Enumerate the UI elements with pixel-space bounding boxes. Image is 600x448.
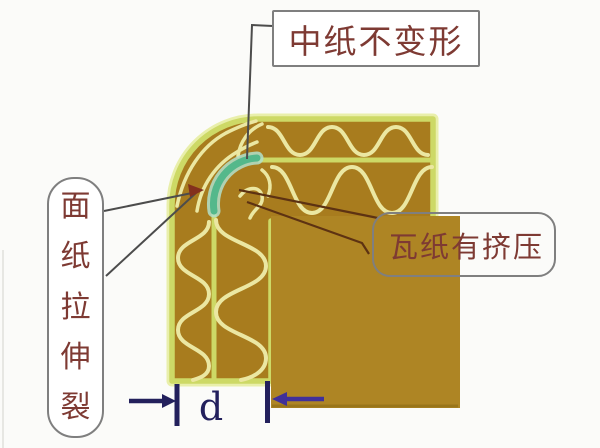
corner-flute-stretched-1 (175, 119, 258, 208)
corner-flute-compressed-2 (260, 168, 272, 198)
dim-arrow-right-head-icon (272, 392, 287, 406)
teal-middle-liner-arc (209, 154, 261, 215)
leader-line-left-lower (105, 191, 198, 277)
corner-flute-hook (236, 122, 264, 158)
callout-top-label: 中纸不变形 (288, 22, 464, 60)
callout-middle-paper-no-deform: 中纸不变形 (272, 10, 480, 67)
callout-left-char: 面 (60, 190, 91, 223)
callout-right-label: 瓦纸有挤压 (389, 231, 545, 264)
dim-tick-left (174, 384, 180, 426)
callout-left-char: 拉 (60, 290, 91, 324)
flute-col-inner (213, 218, 269, 382)
callout-left-char: 伸 (60, 340, 91, 374)
leader-line-right-upper (238, 188, 379, 220)
dimension-label: d (198, 385, 224, 429)
left-leader-arrowhead-icon (188, 184, 204, 197)
corner-flute-compressed-1 (238, 186, 264, 220)
dim-arrow-left-head-icon (162, 394, 176, 408)
leader-line-right-lower (246, 200, 370, 255)
callout-flute-paper-compressed: 瓦纸有挤压 (372, 212, 556, 277)
callout-left-char: 裂 (60, 391, 91, 424)
photo-edge-artifact (2, 250, 4, 448)
leader-line-left-upper (103, 191, 198, 212)
callout-left-char: 纸 (60, 240, 91, 274)
flute-row-outer (266, 124, 430, 158)
leader-line-top-callout (246, 23, 274, 160)
flute-col-outer (175, 220, 212, 382)
callout-face-paper-stretch-crack: 面 纸 拉 伸 裂 (47, 177, 104, 438)
dim-tick-right (265, 381, 270, 423)
